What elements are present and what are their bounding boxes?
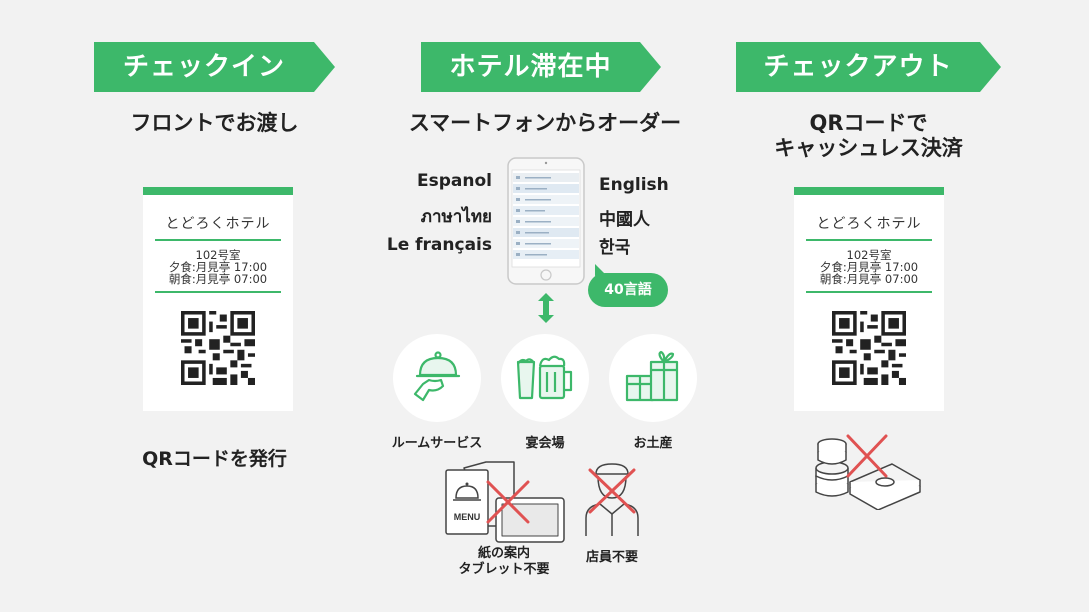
language-item: Espanol bbox=[417, 171, 492, 191]
language-item: 中國人 bbox=[599, 210, 650, 230]
checkout-subtitle-line2: キャッシュレス決済 bbox=[774, 136, 963, 160]
coins-bills-crossed-icon bbox=[815, 434, 921, 510]
banner-checkin-title: チェックイン bbox=[122, 52, 285, 82]
room-number: 102号室 bbox=[846, 248, 892, 262]
paper-tablet-label-line1: 紙の案内 bbox=[477, 546, 530, 561]
qr-code-icon bbox=[832, 311, 906, 385]
gift-boxes-icon bbox=[625, 350, 679, 402]
banner-stay: ホテル滞在中 bbox=[421, 42, 661, 92]
paper-tablet-label-line2: タブレット不要 bbox=[458, 562, 550, 577]
language-item: English bbox=[599, 175, 669, 195]
banquet-circle bbox=[501, 334, 589, 422]
language-item: ภาษาไทย bbox=[420, 207, 492, 227]
card-divider bbox=[806, 239, 932, 241]
smartphone-icon bbox=[507, 157, 585, 285]
no-staff-label: 店員不要 bbox=[585, 550, 638, 565]
menu-text: MENU bbox=[454, 512, 481, 522]
service-label: ルームサービス bbox=[391, 436, 483, 451]
banner-checkin: チェックイン bbox=[94, 42, 335, 92]
room-info: 102号室 夕食:月見亭 17:00 朝食:月見亭 07:00 bbox=[794, 249, 944, 285]
checkin-subtitle: フロントでお渡し bbox=[130, 111, 299, 135]
souvenir-circle bbox=[609, 334, 697, 422]
double-arrow-icon bbox=[538, 293, 554, 323]
breakfast-info: 朝食:月見亭 07:00 bbox=[168, 272, 268, 286]
cloche-service-icon bbox=[413, 351, 461, 402]
beer-mugs-icon bbox=[516, 355, 573, 400]
room-card-checkin: とどろくホテル 102号室 夕食:月見亭 17:00 朝食:月見亭 07:00 bbox=[143, 187, 293, 411]
hotel-name: とどろくホテル bbox=[816, 216, 922, 232]
service-label: お土産 bbox=[633, 436, 673, 451]
checkin-caption: QRコードを発行 bbox=[142, 448, 287, 470]
service-label: 宴会場 bbox=[525, 436, 565, 451]
banner-stay-title: ホテル滞在中 bbox=[449, 52, 612, 82]
breakfast-info: 朝食:月見亭 07:00 bbox=[819, 272, 919, 286]
stay-subtitle: スマートフォンからオーダー bbox=[408, 111, 682, 135]
staff-crossed-icon bbox=[585, 463, 639, 536]
language-count-badge: 40言語 bbox=[588, 273, 668, 307]
language-item: 한국 bbox=[599, 238, 631, 258]
hotel-name: とどろくホテル bbox=[165, 216, 271, 232]
banner-checkout: チェックアウト bbox=[736, 42, 1001, 92]
language-item: Le français bbox=[386, 235, 492, 255]
card-divider bbox=[806, 291, 932, 293]
banner-checkout-title: チェックアウト bbox=[763, 52, 953, 82]
card-divider bbox=[155, 291, 281, 293]
menu-tablet-crossed-icon: MENU bbox=[445, 461, 565, 543]
room-number: 102号室 bbox=[195, 248, 241, 262]
card-divider bbox=[155, 239, 281, 241]
dinner-info: 夕食:月見亭 17:00 bbox=[168, 260, 268, 274]
qr-code-icon bbox=[181, 311, 255, 385]
room-card-checkout: とどろくホテル 102号室 夕食:月見亭 17:00 朝食:月見亭 07:00 bbox=[794, 187, 944, 411]
dinner-info: 夕食:月見亭 17:00 bbox=[819, 260, 919, 274]
room-service-circle bbox=[393, 334, 481, 422]
checkout-subtitle-line1: QRコードで bbox=[809, 111, 928, 135]
room-info: 102号室 夕食:月見亭 17:00 朝食:月見亭 07:00 bbox=[143, 249, 293, 285]
